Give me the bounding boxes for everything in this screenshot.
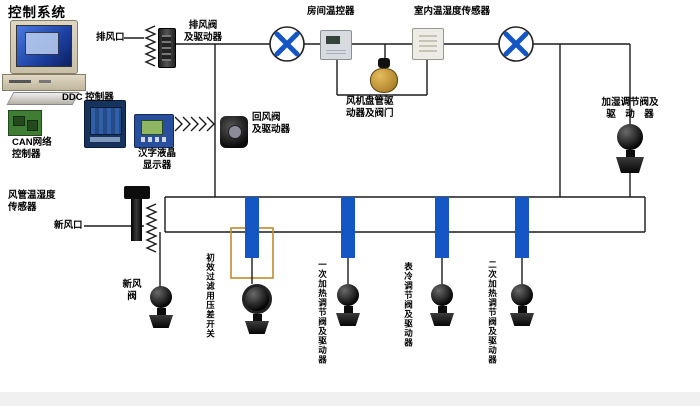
reheat-coil-section [515, 197, 529, 258]
label-lcd-display: 汉字液晶 显示器 [137, 148, 176, 171]
label-room-sensor: 室内温湿度传感器 [414, 6, 491, 17]
exhaust-damper-actuator [158, 28, 176, 68]
bottom-strip [0, 392, 700, 406]
valve-body [430, 313, 454, 326]
cooling-valve-actuator [427, 284, 457, 326]
switch-gauge [242, 284, 272, 314]
workstation-monitor-icon [10, 20, 78, 74]
valve-cap [378, 58, 390, 68]
actuator-drop-lines [251, 258, 523, 284]
pcb-chip [27, 120, 38, 131]
return-damper-actuator [220, 116, 248, 148]
actuator-stem [625, 150, 635, 157]
supply-fan-icon [498, 26, 534, 62]
label-filter-switch: 初效过滤用压差开关 [205, 253, 216, 339]
duct-lines [84, 37, 646, 288]
exhaust-fan-icon [269, 26, 305, 62]
actuator-head [431, 284, 453, 306]
preheat-valve-actuator [333, 284, 363, 326]
switch-stem [252, 314, 262, 321]
sensor-probe [131, 199, 142, 241]
filter-section [245, 197, 259, 258]
actuator-stem [156, 308, 166, 315]
room-sensor-device [412, 28, 444, 60]
valve-body [616, 157, 644, 173]
valve-body [370, 68, 398, 93]
lcd-buttons [141, 137, 167, 142]
label-ddc-controller: DDC 控制器 [62, 92, 114, 103]
actuator-stem [343, 306, 353, 313]
label-fresh-damper: 新风 阀 [122, 279, 142, 302]
valve-body [149, 315, 173, 328]
exhaust-grille-icon [144, 25, 157, 67]
actuator-head [511, 284, 533, 306]
label-reheat-valve: 二次加热调节阀及驱动器 [487, 260, 498, 365]
ddc-controller-device [84, 100, 126, 148]
fan-coil-valve-device [370, 58, 398, 94]
tower-drive-slot [9, 80, 31, 83]
thermostat-screen [326, 36, 340, 44]
label-humidifier-valve: 加湿调节阀及 驱 动 器 [601, 97, 659, 120]
tower-drive-slot [39, 80, 51, 83]
actuator-head [150, 286, 172, 308]
switch-base [245, 321, 269, 334]
fresh-damper-actuator [146, 286, 176, 328]
reheat-valve-actuator [507, 284, 537, 326]
label-fan-coil: 风机盘管驱 动器及阀门 [346, 96, 394, 119]
label-preheat-valve: 一次加热调节阀及驱动器 [317, 260, 328, 365]
monitor-window [25, 32, 59, 55]
lcd-screen [141, 120, 163, 135]
valve-body [510, 313, 534, 326]
actuator-stem [517, 306, 527, 313]
page-title: 控制系统 [8, 5, 66, 20]
duct-sensor-device [124, 186, 150, 242]
label-exhaust-damper: 排风阀 及驱动器 [183, 20, 222, 43]
thermostat-grill [326, 48, 346, 54]
ddc-terminal-panel [90, 107, 122, 135]
sensor-vents [419, 35, 437, 52]
lcd-display-device [134, 114, 174, 148]
filter-pressure-switch-device [242, 284, 272, 334]
preheat-coil-section [341, 197, 355, 258]
humidifier-valve-actuator [614, 124, 646, 173]
label-exhaust-outlet: 排风口 [96, 32, 125, 43]
pcb-chip [13, 116, 25, 126]
fresh-grille-icon [145, 203, 158, 253]
return-grille-icon [174, 116, 215, 132]
label-can-controller: CAN网络 控制器 [12, 137, 52, 160]
room-thermostat-device [320, 30, 352, 60]
label-cooling-valve: 表冷调节阀及驱动器 [403, 262, 414, 348]
label-return-damper: 回风阀 及驱动器 [252, 112, 291, 135]
can-network-board-icon [8, 110, 42, 136]
ddc-label-strip [90, 137, 120, 142]
actuator-vents [162, 35, 171, 61]
label-fresh-outlet: 新风口 [54, 220, 83, 231]
workstation-tower-icon [2, 74, 86, 91]
cooling-coil-section [435, 197, 449, 258]
label-duct-sensor: 风管温湿度 传感器 [8, 190, 56, 213]
actuator-dial [228, 125, 242, 139]
actuator-stem [437, 306, 447, 313]
valve-body [336, 313, 360, 326]
sensor-head [124, 186, 150, 199]
monitor-screen [16, 25, 72, 67]
actuator-head [337, 284, 359, 306]
actuator-head [617, 124, 643, 150]
label-room-thermostat: 房间温控器 [307, 6, 355, 17]
